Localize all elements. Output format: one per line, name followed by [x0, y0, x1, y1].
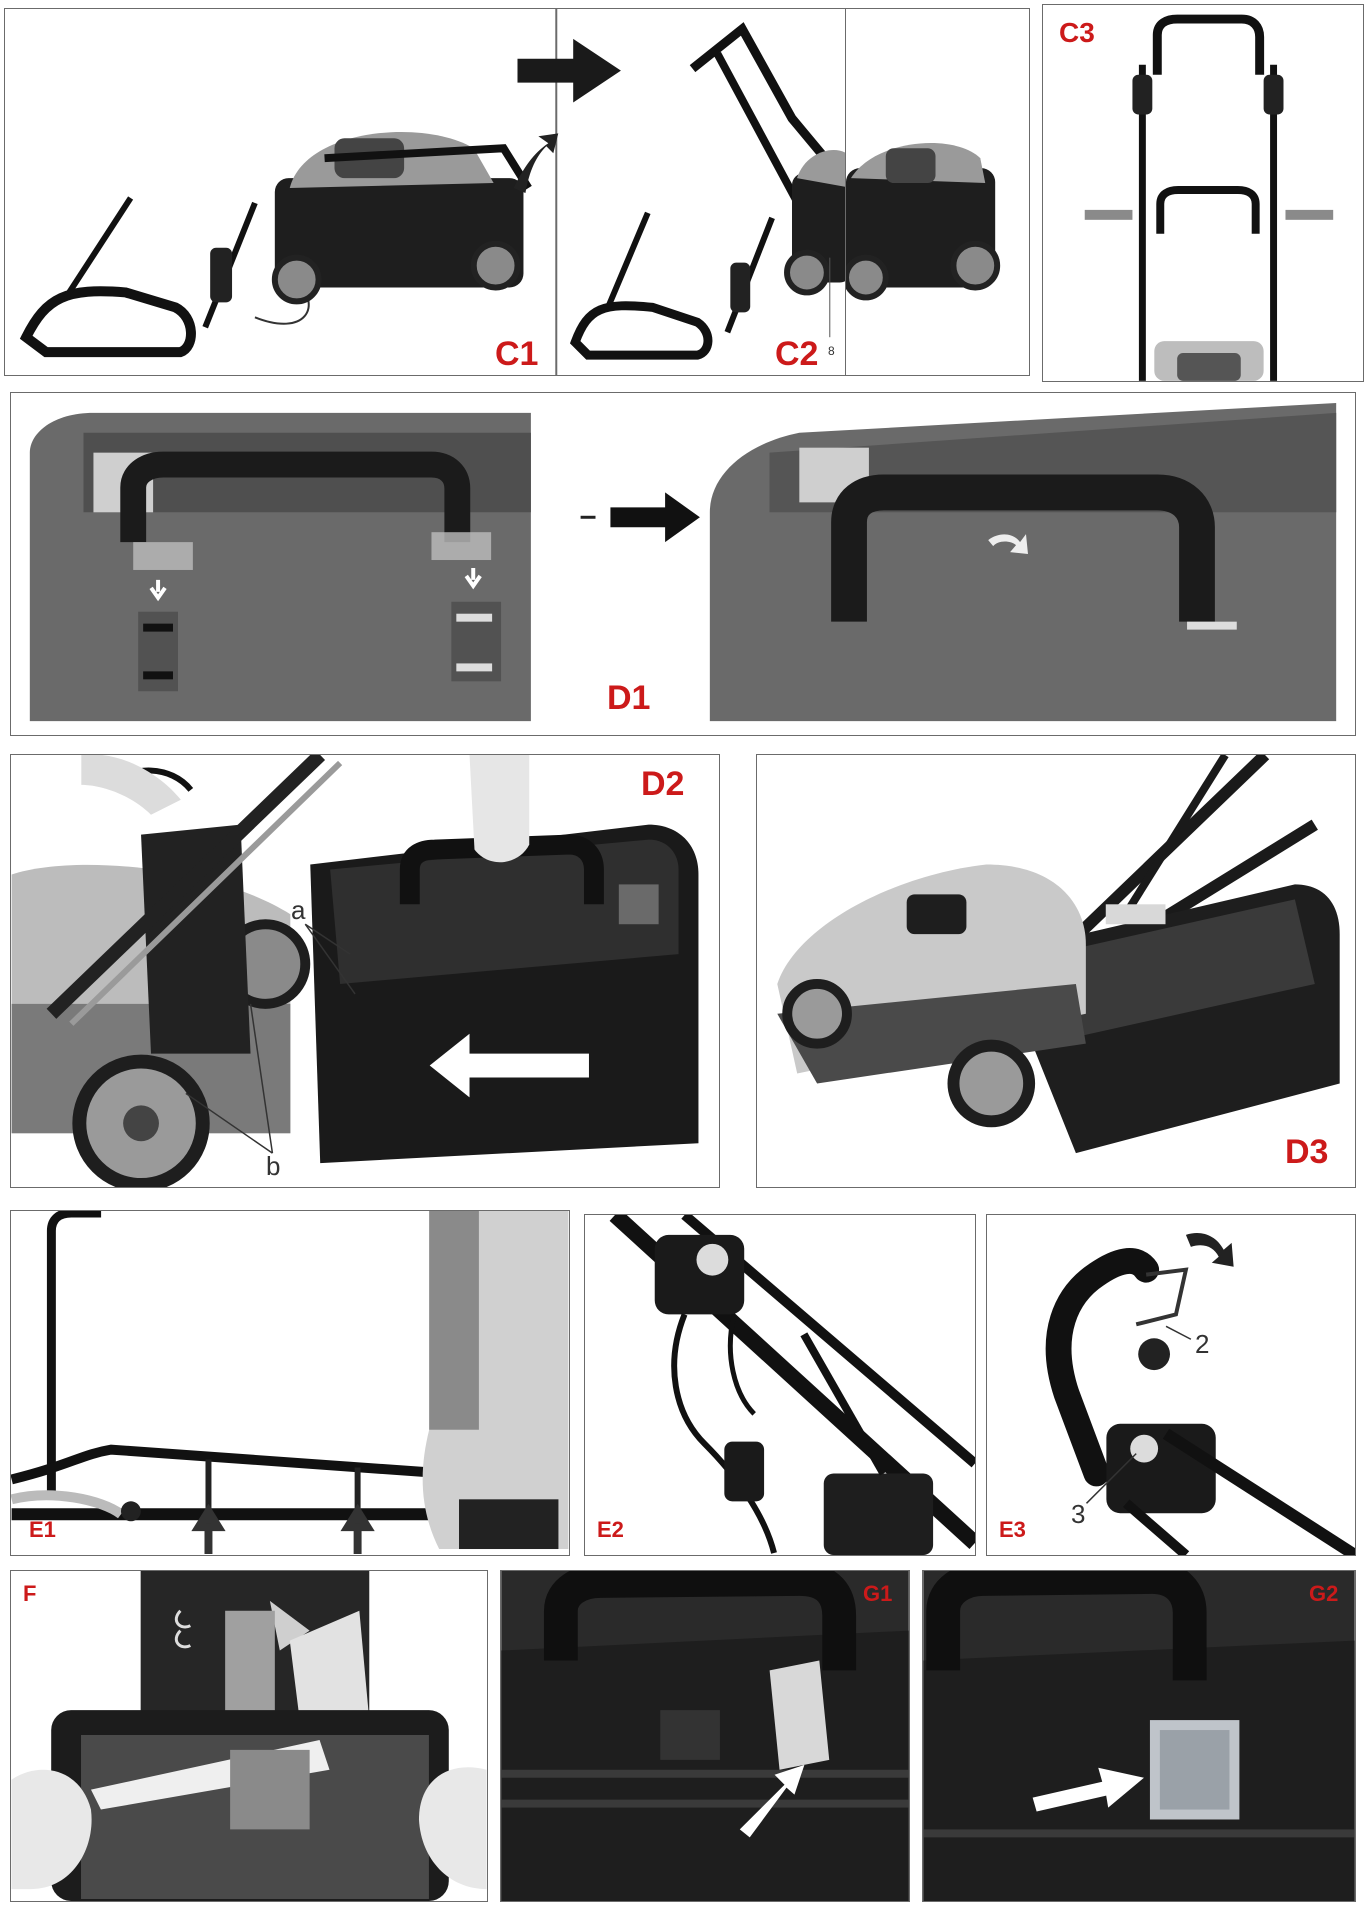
- illustration-e3: [1045, 1233, 1355, 1555]
- callout-a: a: [291, 895, 306, 925]
- panel-c1-c2: C1 C2 8: [4, 8, 846, 376]
- panel-f: F: [10, 1570, 488, 1902]
- illustration-c3: [1084, 14, 1334, 381]
- panel-c3: C3: [1042, 4, 1364, 382]
- label-g1: G1: [863, 1581, 893, 1606]
- label-g2: G2: [1309, 1581, 1339, 1606]
- panel-d3: D3: [756, 754, 1356, 1188]
- label-e2: E2: [597, 1517, 624, 1542]
- illustration-f: [11, 1571, 487, 1901]
- illustration-g1: [501, 1571, 909, 1901]
- folded-handle-c2: [569, 211, 775, 360]
- illustration-g2: [923, 1571, 1355, 1901]
- illustration-d1: [29, 402, 1337, 722]
- label-e3: E3: [999, 1517, 1026, 1542]
- illustration-e2: [609, 1215, 975, 1555]
- illustration-d2: [11, 755, 699, 1187]
- label-d1: D1: [607, 679, 651, 717]
- callout-3: 3: [1071, 1499, 1086, 1529]
- rotate-arrow-c1: [513, 133, 559, 193]
- panel-g2: G2: [922, 1570, 1356, 1902]
- folded-handle-c1: [19, 196, 310, 358]
- transition-arrow: [517, 38, 621, 103]
- mower-c2: [689, 22, 845, 296]
- label-f: F: [23, 1581, 37, 1606]
- label-c2: C2: [775, 335, 819, 373]
- panel-g1: G1: [500, 1570, 910, 1902]
- label-e1: E1: [29, 1517, 56, 1542]
- label-c3: C3: [1059, 17, 1095, 48]
- label-d2: D2: [641, 765, 685, 803]
- panel-d2: D2 a b: [10, 754, 720, 1188]
- label-d3: D3: [1285, 1133, 1329, 1171]
- panel-c2-right: [846, 8, 1030, 376]
- illustration-d3: [777, 755, 1340, 1154]
- illustration-c1-c2: [19, 9, 845, 375]
- panel-e2: E2: [584, 1214, 976, 1556]
- mower-c1: [271, 131, 532, 305]
- illustration-e1: [11, 1211, 569, 1555]
- panel-e3: E3 2 3: [986, 1214, 1356, 1556]
- part-number-8: 8: [828, 344, 835, 358]
- d1-arrow: [610, 492, 700, 543]
- panel-e1: E1: [10, 1210, 570, 1556]
- label-c1: C1: [495, 335, 539, 373]
- illustration-c2-right: [846, 142, 1001, 301]
- d1-rotate-arrow: [988, 534, 1028, 555]
- callout-2: 2: [1195, 1329, 1210, 1359]
- callout-b: b: [266, 1151, 281, 1181]
- panel-d1: D1: [10, 392, 1356, 736]
